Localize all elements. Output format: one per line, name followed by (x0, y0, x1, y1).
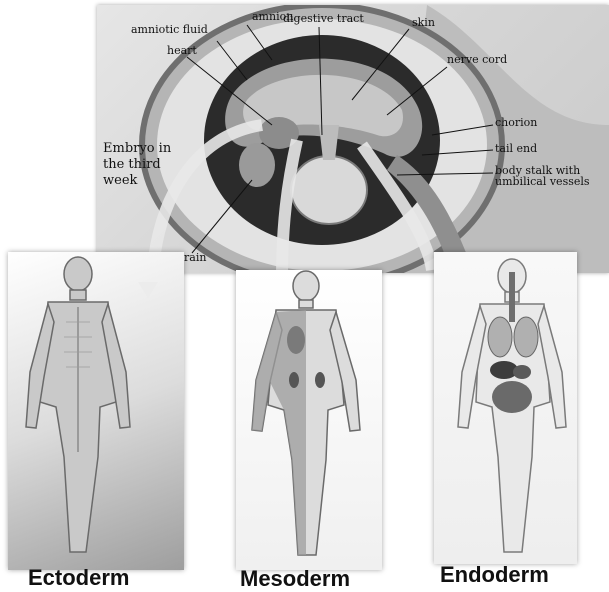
kidney-left (289, 372, 299, 388)
ectoderm-arrowhead (138, 282, 158, 298)
label-mesoderm: Mesoderm (240, 566, 350, 592)
ectoderm-card (8, 252, 184, 570)
label-nerve-cord: nerve cord (447, 54, 507, 66)
label-chorion: chorion (495, 117, 537, 129)
label-body-stalk: body stalk with umbilical vessels (495, 165, 605, 187)
embryo-diagram-panel: amnion amniotic fluid heart digestive tr… (97, 5, 609, 273)
endoderm-body-figure (434, 252, 577, 564)
heart-organ (287, 326, 305, 354)
label-skin: skin (412, 17, 435, 29)
label-heart: heart (167, 45, 197, 57)
lung-right (514, 317, 538, 357)
stomach (513, 365, 531, 379)
mesoderm-card (236, 270, 382, 570)
esophagus (509, 272, 515, 322)
endoderm-card (434, 252, 577, 564)
yolk-sac (291, 156, 367, 224)
lung-left (488, 317, 512, 357)
mesoderm-body-figure (236, 270, 382, 570)
label-ectoderm: Ectoderm (28, 565, 129, 591)
kidney-right (315, 372, 325, 388)
embryo-caption: Embryo in the third week (103, 141, 193, 189)
intestines (492, 381, 532, 413)
brain-shape (239, 143, 275, 187)
label-endoderm: Endoderm (440, 562, 549, 588)
label-amniotic-fluid: amniotic fluid (131, 24, 208, 36)
label-tail-end: tail end (495, 143, 537, 155)
label-digestive-tract: digestive tract (283, 13, 364, 25)
ectoderm-body-figure (8, 252, 184, 570)
